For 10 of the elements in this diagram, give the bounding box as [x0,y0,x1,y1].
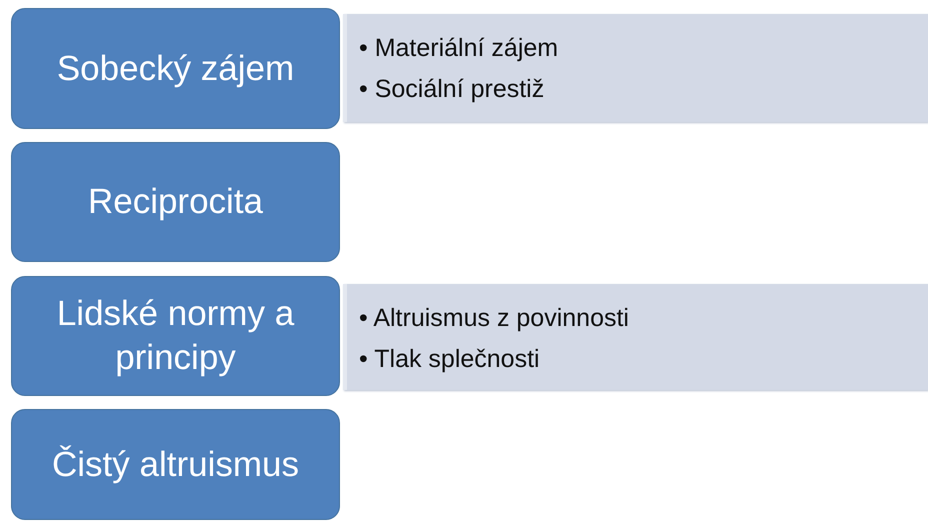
category-box: Reciprocita [11,142,340,262]
detail-panel [343,14,928,122]
category-box: Sobecký zájem [11,8,340,129]
bullet-item: • Altruismus z povinnosti [359,303,629,334]
detail-panel [343,284,928,390]
bullet-item: • Sociální prestiž [359,74,544,105]
bullet-item: • Tlak splečnosti [359,344,540,375]
bullet-item: • Materiální zájem [359,33,558,64]
category-box: Lidské normy a principy [11,276,340,396]
category-box: Čistý altruismus [11,409,340,520]
